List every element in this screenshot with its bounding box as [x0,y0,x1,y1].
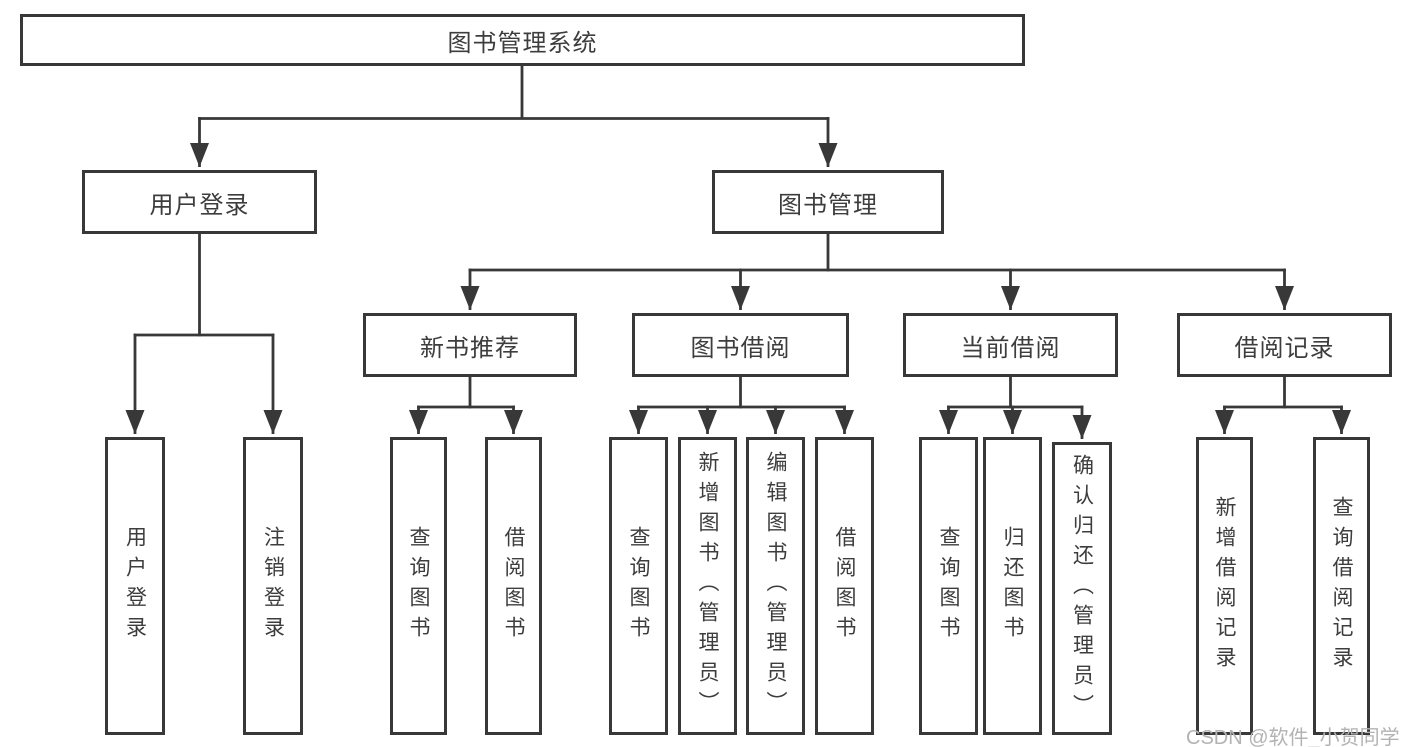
leaf-logout: 注销登录 [243,437,303,735]
leaf-cb-confirm-return-admin-label: 确认归还（管理员） [1070,453,1094,724]
leaf-nbr-query-books-label: 查询图书 [407,526,431,646]
node-new-book-recommend-label: 新书推荐 [420,334,520,362]
leaf-user-login: 用户登录 [105,437,165,735]
leaf-bb-query-books: 查询图书 [609,437,668,735]
csdn-watermark: CSDN @软件_小贺同学 [1186,727,1400,747]
leaf-cb-return-books: 归还图书 [983,437,1042,735]
leaf-cb-query-books-label: 查询图书 [937,526,961,646]
node-root-label: 图书管理系统 [447,29,598,57]
leaf-bb-edit-books-admin-label: 编辑图书（管理员） [764,451,788,721]
leaf-user-login-label: 用户登录 [123,526,147,646]
leaf-bb-borrow-books: 借阅图书 [815,437,874,735]
leaf-bb-add-books-admin: 新增图书（管理员） [678,437,737,735]
node-book-management-label: 图书管理 [778,191,878,219]
leaf-bb-edit-books-admin: 编辑图书（管理员） [746,437,805,735]
leaf-nbr-borrow-books: 借阅图书 [485,437,542,735]
leaf-br-query-record-label: 查询借阅记录 [1330,496,1354,676]
node-user-login-label: 用户登录 [149,191,250,219]
leaf-cb-return-books-label: 归还图书 [1001,526,1025,646]
node-root: 图书管理系统 [20,14,1025,66]
node-book-management: 图书管理 [712,170,944,234]
node-book-borrowing-label: 图书借阅 [690,334,791,362]
leaf-bb-query-books-label: 查询图书 [627,526,651,646]
node-book-borrowing: 图书借阅 [632,313,849,377]
node-borrowing-records-label: 借阅记录 [1234,334,1335,362]
leaf-bb-borrow-books-label: 借阅图书 [833,526,857,646]
node-current-borrowing-label: 当前借阅 [960,334,1061,362]
node-current-borrowing: 当前借阅 [903,313,1118,377]
node-borrowing-records: 借阅记录 [1177,313,1392,377]
node-user-login: 用户登录 [82,170,317,234]
leaf-logout-label: 注销登录 [261,526,285,646]
leaf-br-query-record: 查询借阅记录 [1313,437,1370,735]
leaf-br-add-record-label: 新增借阅记录 [1213,496,1237,676]
leaf-bb-add-books-admin-label: 新增图书（管理员） [696,451,720,721]
leaf-nbr-query-books: 查询图书 [390,437,447,735]
node-new-book-recommend: 新书推荐 [363,313,577,377]
leaf-cb-query-books: 查询图书 [919,437,978,735]
leaf-cb-confirm-return-admin: 确认归还（管理员） [1052,442,1112,735]
leaf-nbr-borrow-books-label: 借阅图书 [502,526,526,646]
leaf-br-add-record: 新增借阅记录 [1196,437,1253,735]
